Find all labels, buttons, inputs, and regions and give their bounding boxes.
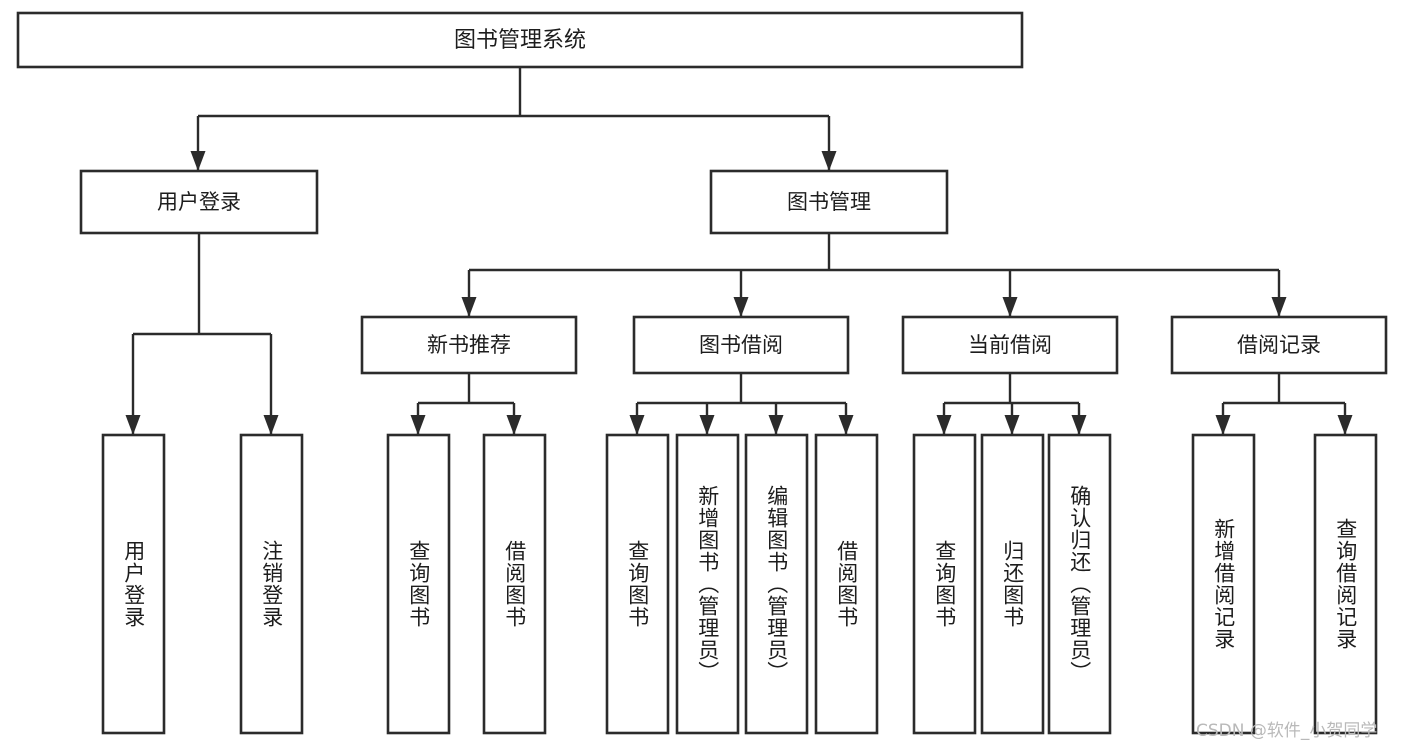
arrow-head-icon [1337, 415, 1353, 435]
node-box-leaf-user-login[interactable] [101, 433, 166, 735]
boxes-layer [16, 11, 1388, 735]
arrow-head-icon [1002, 297, 1018, 317]
node-box-leaf-query-borrow-record[interactable] [1313, 433, 1378, 735]
arrow-head-icon [1271, 297, 1287, 317]
arrow-head-icon [506, 415, 522, 435]
arrow-head-icon [768, 415, 784, 435]
arrow-head-icon [263, 415, 279, 435]
node-box-root[interactable] [16, 11, 1024, 69]
arrow-head-icon [838, 415, 854, 435]
arrow-head-icon [733, 297, 749, 317]
node-box-leaf-edit-book[interactable] [744, 433, 809, 735]
watermark-text: CSDN @软件_小贺同学 [1196, 721, 1378, 741]
arrow-head-icon [461, 297, 477, 317]
node-box-book-manage[interactable] [709, 169, 949, 235]
arrow-head-icon [1071, 415, 1087, 435]
arrow-head-icon [190, 151, 206, 171]
connectors-layer [125, 67, 1353, 435]
node-label-book-borrow: 图书借阅 [699, 333, 783, 357]
node-label-root: 图书管理系统 [454, 28, 586, 53]
node-box-leaf-add-book[interactable] [675, 433, 740, 735]
node-box-leaf-confirm-return[interactable] [1047, 433, 1112, 735]
arrow-head-icon [629, 415, 645, 435]
node-box-leaf-return-book[interactable] [980, 433, 1045, 735]
node-box-current-borrow[interactable] [901, 315, 1119, 375]
arrow-head-icon [125, 415, 141, 435]
node-label-book-manage: 图书管理 [787, 190, 871, 214]
node-box-user-login[interactable] [79, 169, 319, 235]
arrow-head-icon [699, 415, 715, 435]
node-label-new-book-recommend: 新书推荐 [427, 333, 511, 357]
node-box-book-borrow[interactable] [632, 315, 850, 375]
node-label-user-login: 用户登录 [157, 190, 241, 214]
arrow-head-icon [1215, 415, 1231, 435]
node-box-leaf-logout-login[interactable] [239, 433, 304, 735]
arrow-head-icon [410, 415, 426, 435]
node-box-leaf-query-book-rec[interactable] [386, 433, 451, 735]
node-label-current-borrow: 当前借阅 [968, 333, 1052, 357]
node-box-leaf-borrow-book[interactable] [814, 433, 879, 735]
node-box-leaf-query-book-borrow[interactable] [605, 433, 670, 735]
node-box-new-book-recommend[interactable] [360, 315, 578, 375]
node-box-leaf-add-borrow-record[interactable] [1191, 433, 1256, 735]
node-label-borrow-record: 借阅记录 [1237, 333, 1321, 357]
node-box-leaf-borrow-book-rec[interactable] [482, 433, 547, 735]
node-box-borrow-record[interactable] [1170, 315, 1388, 375]
arrow-head-icon [1004, 415, 1020, 435]
node-box-leaf-query-book-cur[interactable] [912, 433, 977, 735]
arrow-head-icon [821, 151, 837, 171]
arrow-head-icon [936, 415, 952, 435]
